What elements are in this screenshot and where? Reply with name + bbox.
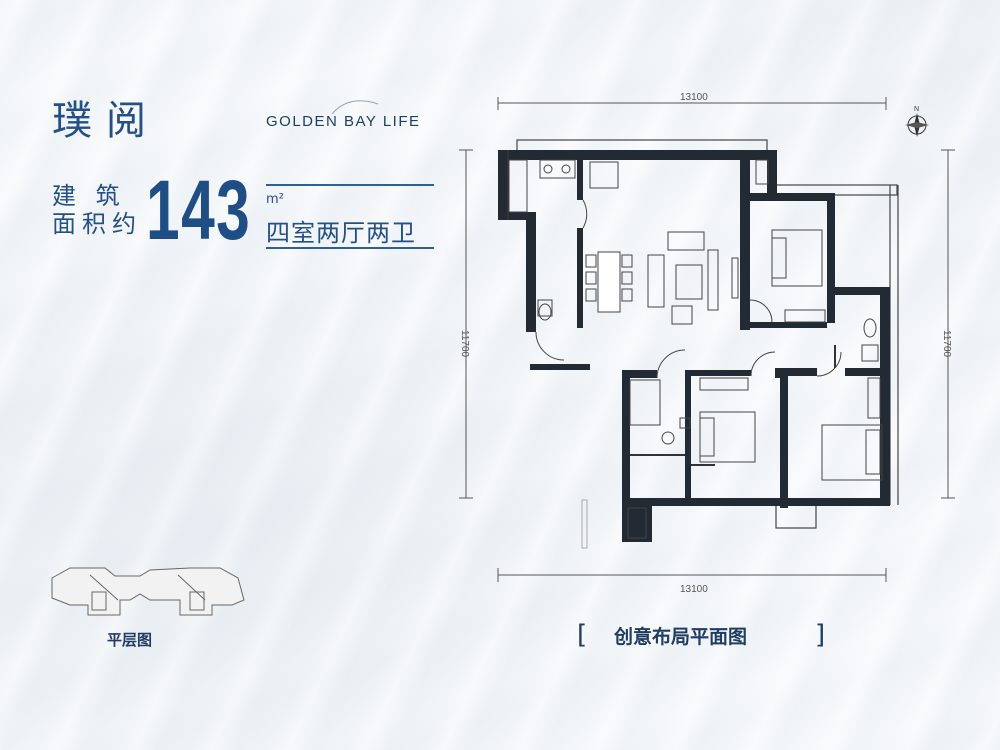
caption-bracket-left: [ [577, 620, 588, 650]
entrance-marker [581, 499, 588, 549]
walls [498, 150, 890, 542]
header-rule-bottom [266, 247, 434, 249]
furniture [508, 159, 883, 539]
dimension-lines [459, 97, 955, 582]
project-title: 璞阅 [52, 98, 160, 144]
area-value: 143 [146, 163, 252, 257]
key-plan-diagram [51, 567, 245, 616]
layout-type: 四室两厅两卫 [266, 219, 416, 247]
dim-bottom: 13100 [680, 584, 708, 595]
caption-bracket-right: ] [815, 620, 826, 650]
brand-name: GOLDEN BAY LIFE [266, 113, 421, 130]
area-label-line2: 面积约 [52, 210, 142, 238]
floorplan-caption: 创意布局平面图 [614, 626, 748, 648]
area-label: 建 筑 面积约 [52, 182, 152, 238]
partitions [507, 150, 836, 466]
area-label-line1: 建 筑 [52, 182, 126, 210]
dim-right: 11700 [941, 330, 952, 358]
svg-text:N: N [914, 106, 919, 113]
header-rule-top [266, 184, 434, 186]
compass-icon: N [905, 106, 929, 137]
balcony-outlines [516, 139, 899, 529]
dim-top: 13100 [680, 92, 708, 103]
area-unit: m² [266, 192, 284, 207]
brand-swash-decoration [331, 100, 379, 115]
keyplan-label: 平层图 [107, 631, 153, 649]
dim-left: 11700 [459, 330, 470, 358]
